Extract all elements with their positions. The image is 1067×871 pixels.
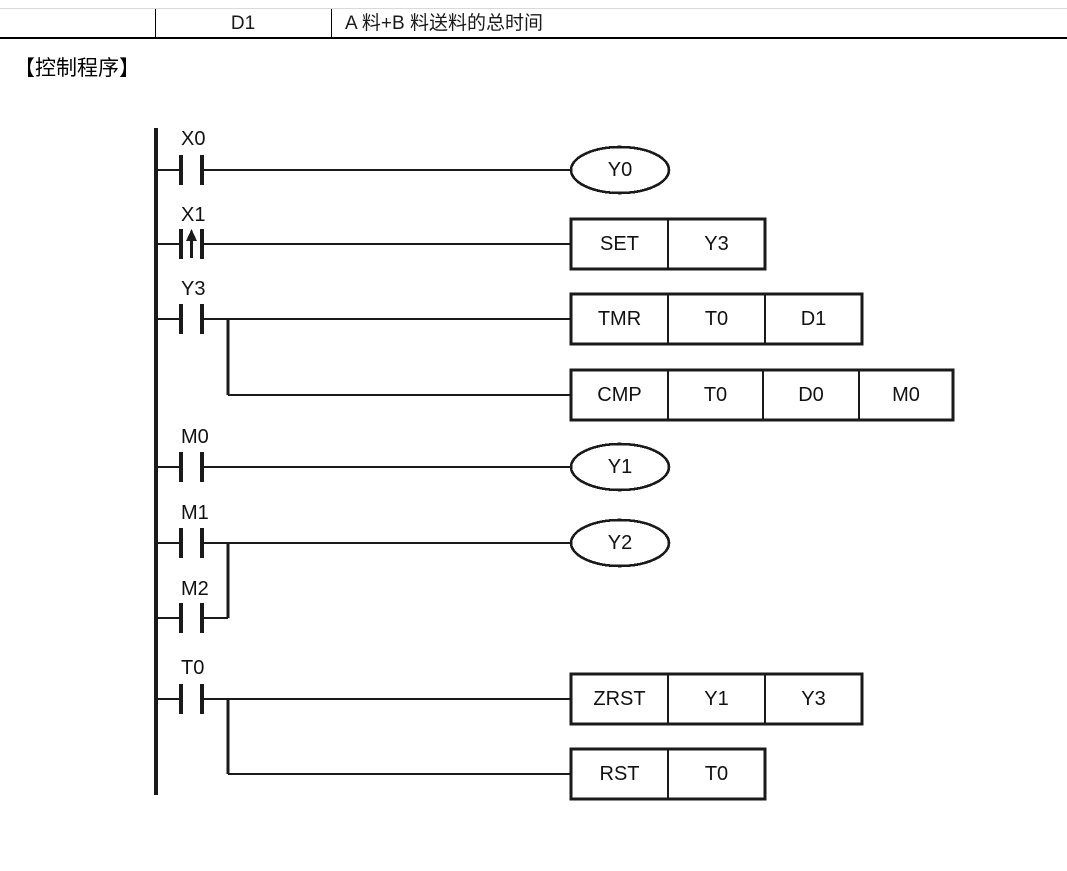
coil-label-y1: Y1 bbox=[607, 456, 633, 478]
page-title: 【控制程序】 bbox=[14, 56, 140, 80]
table-bottom-rule bbox=[0, 37, 1067, 39]
contact-label-m0: M0 bbox=[181, 426, 209, 448]
box-zrst bbox=[569, 672, 864, 726]
contact-label-m1: M1 bbox=[181, 502, 209, 524]
coil-label-y0: Y0 bbox=[607, 159, 633, 181]
contact-label-t0: T0 bbox=[181, 657, 205, 679]
table-cell-device: D1 bbox=[230, 13, 256, 34]
coil-y2 bbox=[569, 518, 671, 568]
coil-y0 bbox=[569, 145, 671, 195]
box-cell-set-instruction: SET bbox=[600, 233, 639, 255]
contact-label-y3: Y3 bbox=[181, 278, 206, 300]
coil-y1 bbox=[569, 442, 671, 492]
box-cell-rst-operand: T0 bbox=[704, 763, 729, 785]
box-cell-zrst-operand-2: Y3 bbox=[801, 688, 826, 710]
box-cell-tmr-operand-2: D1 bbox=[800, 308, 827, 330]
rising-edge-arrow-icon bbox=[186, 229, 197, 258]
contact-label-m2: M2 bbox=[181, 578, 209, 600]
table-divider-left bbox=[155, 9, 156, 38]
box-cell-cmp-instruction: CMP bbox=[597, 384, 642, 406]
box-cell-set-operand: Y3 bbox=[704, 233, 729, 255]
box-tmr bbox=[569, 292, 864, 346]
box-cell-zrst-operand-1: Y1 bbox=[704, 688, 729, 710]
box-cell-tmr-instruction: TMR bbox=[597, 308, 642, 330]
contact-label-x0: X0 bbox=[181, 128, 206, 150]
table-divider-middle bbox=[331, 9, 332, 38]
box-cell-rst-instruction: RST bbox=[599, 763, 640, 785]
box-cell-cmp-operand-2: D0 bbox=[798, 384, 824, 406]
coil-label-y2: Y2 bbox=[607, 532, 633, 554]
table-fragment: D1 A 料+B 料送料的总时间 bbox=[0, 0, 1067, 40]
box-cell-cmp-operand-1: T0 bbox=[703, 384, 728, 406]
contact-label-x1: X1 bbox=[181, 204, 206, 226]
table-cell-description: A 料+B 料送料的总时间 bbox=[345, 13, 543, 34]
table-top-rule bbox=[0, 8, 1067, 9]
box-cell-tmr-operand-1: T0 bbox=[704, 308, 729, 330]
box-cell-zrst-instruction: ZRST bbox=[593, 688, 646, 710]
box-cell-cmp-operand-3: M0 bbox=[892, 384, 920, 406]
